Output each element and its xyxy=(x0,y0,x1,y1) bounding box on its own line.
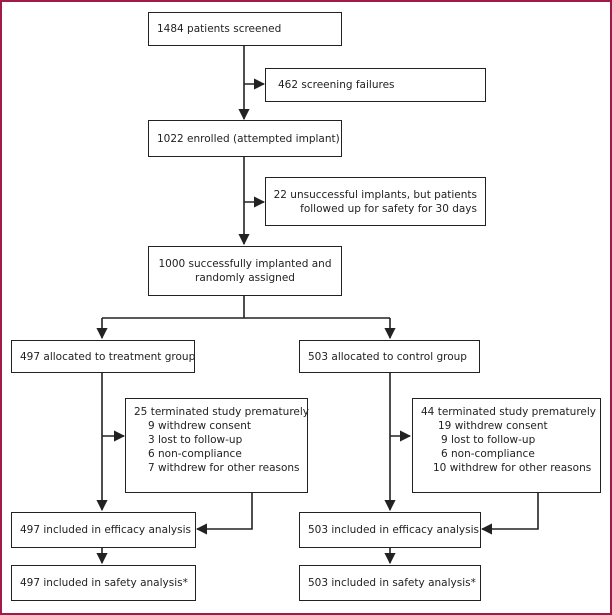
screening-failures-box: 462 screening failures xyxy=(265,68,486,102)
screened-text: 1484 patients screened xyxy=(157,23,282,35)
treatment-efficacy-box: 497 included in efficacy analysis xyxy=(11,512,196,548)
screened-box: 1484 patients screened xyxy=(148,12,342,46)
arrow-terminated-to-efficacy-treatment xyxy=(195,493,253,535)
treatment-allocated-box: 497 allocated to treatment group xyxy=(11,340,195,373)
arrow-terminated-to-efficacy-control xyxy=(480,493,539,535)
treatment-efficacy-text: 497 included in efficacy analysis xyxy=(20,524,191,536)
control-withdrew-other: 10 withdrew for other reasons xyxy=(433,462,592,474)
control-allocated-text: 503 allocated to control group xyxy=(308,350,467,363)
control-terminated-box: 44 terminated study prematurely 19 withd… xyxy=(412,398,601,493)
screening-failures-text: 462 screening failures xyxy=(278,79,395,91)
treatment-withdrew-consent: 9 withdrew consent xyxy=(148,420,251,432)
treatment-lost-to-follow-up: 3 lost to follow-up xyxy=(148,434,243,446)
unsuccessful-line-1: 22 unsuccessful implants, but patients xyxy=(273,188,477,201)
enrolled-box: 1022 enrolled (attempted implant) xyxy=(148,120,342,157)
control-withdrew-consent: 19 withdrew consent xyxy=(438,420,548,432)
control-efficacy-box: 503 included in efficacy analysis xyxy=(299,512,481,548)
control-efficacy-text: 503 included in efficacy analysis xyxy=(308,524,479,536)
control-allocated-box: 503 allocated to control group xyxy=(299,340,480,373)
assigned-line-1: 1000 successfully implanted and xyxy=(158,258,332,270)
enrolled-text: 1022 enrolled (attempted implant) xyxy=(157,132,340,145)
control-lost-to-follow-up: 9 lost to follow-up xyxy=(441,434,536,446)
treatment-non-compliance: 6 non-compliance xyxy=(148,448,242,460)
control-safety-box: 503 included in safety analysis* xyxy=(299,565,481,601)
unsuccessful-line-2: followed up for safety for 30 days xyxy=(300,202,477,215)
control-terminated-title: 44 terminated study prematurely xyxy=(421,406,597,418)
treatment-withdrew-other: 7 withdrew for other reasons xyxy=(148,462,300,474)
treatment-allocated-text: 497 allocated to treatment group xyxy=(20,350,196,363)
unsuccessful-implants-box: 22 unsuccessful implants, but patients f… xyxy=(265,177,486,226)
randomly-assigned-box: 1000 successfully implanted and randomly… xyxy=(148,246,342,296)
treatment-terminated-title: 25 terminated study prematurely xyxy=(134,406,310,418)
control-non-compliance: 6 non-compliance xyxy=(441,448,535,460)
assigned-line-2: randomly assigned xyxy=(195,272,295,284)
treatment-terminated-box: 25 terminated study prematurely 9 withdr… xyxy=(125,398,310,493)
treatment-safety-box: 497 included in safety analysis* xyxy=(11,565,196,601)
control-safety-text: 503 included in safety analysis* xyxy=(308,577,476,589)
treatment-safety-text: 497 included in safety analysis* xyxy=(20,577,188,589)
